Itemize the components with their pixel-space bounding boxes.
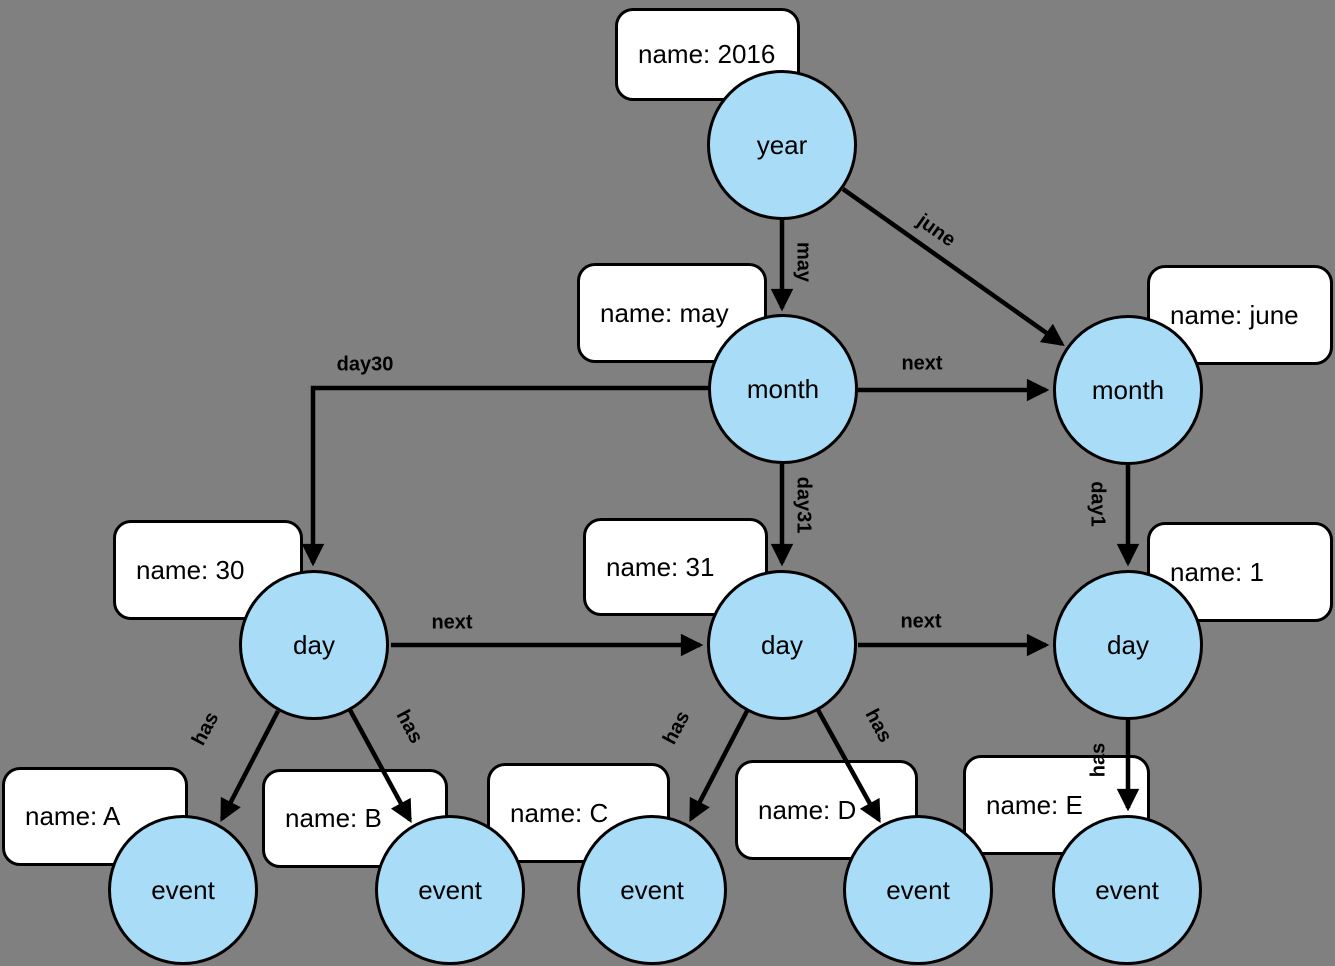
property-box-event-c: name: C [487, 763, 670, 863]
node-label: event [620, 874, 684, 905]
edge-label-day30: day30 [336, 353, 394, 376]
node-event-c: event [577, 815, 727, 965]
property-text: name: 2016 [638, 39, 776, 69]
edge-day-31-event-c [689, 709, 749, 822]
node-month-may: month [708, 314, 858, 464]
node-year: year [707, 70, 857, 220]
edge-year-month-june [841, 187, 1065, 346]
node-month-june: month [1053, 315, 1203, 465]
node-label: day [293, 629, 335, 660]
edge-day-30-event-b [348, 708, 412, 823]
property-text: name: 30 [136, 554, 245, 585]
node-day-30: day [239, 570, 389, 720]
node-label: event [1095, 874, 1159, 905]
node-label: event [151, 874, 215, 905]
property-text: name: 31 [606, 551, 715, 582]
edge-label-next-day31-1: next [900, 610, 942, 633]
edge-label-next-day30-31: next [431, 611, 473, 634]
property-text: name: D [758, 794, 857, 825]
property-text: name: B [285, 803, 382, 833]
edge-label-day31: day31 [792, 476, 815, 534]
node-label: month [746, 373, 820, 404]
node-day-1: day [1053, 570, 1203, 720]
edge-month-may-day-30 [301, 385, 708, 567]
node-label: event [418, 874, 482, 905]
edge-label-may: may [792, 241, 815, 283]
edge-label-day1: day1 [1086, 481, 1109, 527]
property-text: name: may [600, 297, 729, 328]
node-day-31: day [707, 570, 857, 720]
node-event-d: event [843, 815, 993, 965]
node-label: year [756, 129, 808, 160]
node-event-e: event [1052, 815, 1202, 965]
node-event-a: event [108, 815, 258, 965]
edge-label-next-months: next [901, 352, 943, 375]
node-label: event [886, 874, 950, 905]
property-text: name: 1 [1170, 556, 1264, 587]
node-event-b: event [375, 815, 525, 965]
property-text: name: june [1170, 299, 1299, 330]
edge-label-has-e: has [1087, 742, 1110, 778]
property-text: name: E [986, 789, 1083, 820]
node-label: day [1107, 629, 1149, 660]
property-box-year: name: 2016 [615, 8, 800, 101]
node-label: day [761, 629, 803, 660]
node-label: month [1091, 374, 1165, 405]
property-text: name: C [510, 797, 609, 828]
edge-day-31-event-d [816, 708, 881, 823]
edge-day-30-event-a [220, 709, 280, 822]
property-text: name: A [25, 801, 121, 831]
